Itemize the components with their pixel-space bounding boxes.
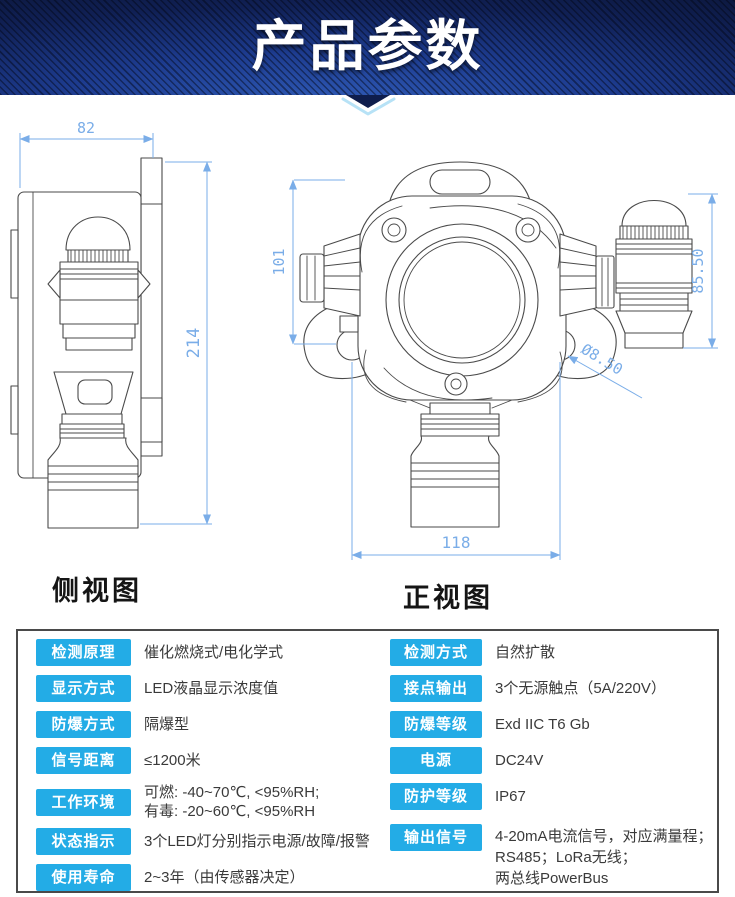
spec-label-badge: 电源 — [390, 747, 482, 774]
spec-row-detection-method: 检测方式 自然扩散 — [390, 639, 710, 666]
spec-table: 检测原理 催化燃烧式/电化学式 显示方式 LED液晶显示浓度值 防爆方式 隔爆型… — [16, 629, 719, 893]
dim-118-label: 118 — [442, 533, 471, 552]
spec-value: 3个LED灯分别指示电源/故障/报警 — [144, 833, 370, 850]
spec-label-badge: 检测原理 — [36, 639, 131, 666]
spec-label-badge: 防爆方式 — [36, 711, 131, 738]
technical-drawings: 82 214 侧视图 — [10, 119, 718, 613]
spec-column-right: 检测方式 自然扩散 接点输出 3个无源触点（5A/220V） 防爆等级 Exd … — [390, 639, 713, 897]
banner-chevron-icon — [341, 95, 396, 116]
spec-value: LED液晶显示浓度值 — [144, 680, 279, 697]
banner: 产品参数 — [0, 0, 735, 95]
spec-row-explosionproof-type: 防爆方式 隔爆型 — [36, 711, 366, 738]
front-view-label: 正视图 — [403, 583, 493, 613]
spec-value: 4-20mA电流信号，对应满量程； RS485；LoRa无线； 两总线Power… — [495, 828, 713, 887]
spec-label-badge: 检测方式 — [390, 639, 482, 666]
dim-214-label: 214 — [184, 328, 204, 359]
spec-row-explosionproof-grade: 防爆等级 Exd IIC T6 Gb — [390, 711, 710, 738]
spec-row-signal-distance: 信号距离 ≤1200米 — [36, 747, 366, 774]
spec-label-badge: 显示方式 — [36, 675, 131, 702]
spec-label-badge: 状态指示 — [36, 828, 131, 855]
spec-value: Exd IIC T6 Gb — [495, 716, 590, 733]
dim-101-label: 101 — [270, 248, 288, 275]
front-height-dimension: 101 — [270, 179, 345, 345]
spec-row-service-life: 使用寿命 2~3年（由传感器决定） — [36, 864, 366, 891]
spec-label-badge: 接点输出 — [390, 675, 482, 702]
spec-column-left: 检测原理 催化燃烧式/电化学式 显示方式 LED液晶显示浓度值 防爆方式 隔爆型… — [36, 639, 370, 897]
dim-85-50-label: 85.50 — [689, 248, 707, 293]
spec-row-status-indicator: 状态指示 3个LED灯分别指示电源/故障/报警 — [36, 828, 370, 855]
side-view-label: 侧视图 — [52, 576, 142, 606]
spec-value: 可燃: -40~70℃, <95%RH; 有毒: -20~60℃, <95%RH — [144, 784, 320, 820]
spec-value: 3个无源触点（5A/220V） — [495, 680, 666, 697]
side-width-dimension: 82 — [19, 119, 154, 188]
spec-label-badge: 防爆等级 — [390, 711, 482, 738]
spec-row-working-environment: 工作环境 可燃: -40~70℃, <95%RH; 有毒: -20~60℃, <… — [36, 783, 366, 821]
spec-value: 催化燃烧式/电化学式 — [144, 644, 284, 661]
spec-value: IP67 — [495, 788, 526, 805]
spec-row-protection-grade: 防护等级 IP67 — [390, 783, 710, 810]
spec-row-display-mode: 显示方式 LED液晶显示浓度值 — [36, 675, 366, 702]
spec-label-badge: 工作环境 — [36, 788, 131, 816]
spec-value: 2~3年（由传感器决定） — [144, 869, 305, 886]
spec-label-badge: 信号距离 — [36, 747, 131, 774]
spec-row-power-supply: 电源 DC24V — [390, 747, 710, 774]
spec-value: 隔爆型 — [144, 716, 190, 733]
spec-row-detection-principle: 检测原理 催化燃烧式/电化学式 — [36, 639, 366, 666]
front-width-dimension: 118 — [351, 362, 561, 560]
side-height-dimension: 214 — [140, 161, 212, 525]
spec-row-contact-output: 接点输出 3个无源触点（5A/220V） — [390, 675, 710, 702]
dim-82-label: 82 — [77, 119, 95, 137]
spec-label-badge: 输出信号 — [390, 824, 482, 851]
spec-value: ≤1200米 — [144, 752, 201, 769]
spec-label-badge: 防护等级 — [390, 783, 482, 810]
siren-height-dimension: 85.50 — [683, 193, 718, 349]
spec-row-output-signal: 输出信号 4-20mA电流信号，对应满量程； RS485；LoRa无线； 两总线… — [390, 824, 713, 889]
side-view-drawing: 82 214 侧视图 — [10, 119, 212, 606]
spec-value: 自然扩散 — [495, 644, 556, 661]
front-view-drawing: 101 85.50 Ø8.50 118 正视图 — [270, 161, 718, 613]
page-title: 产品参数 — [251, 15, 484, 77]
spec-value: DC24V — [495, 752, 544, 769]
spec-label-badge: 使用寿命 — [36, 864, 131, 891]
